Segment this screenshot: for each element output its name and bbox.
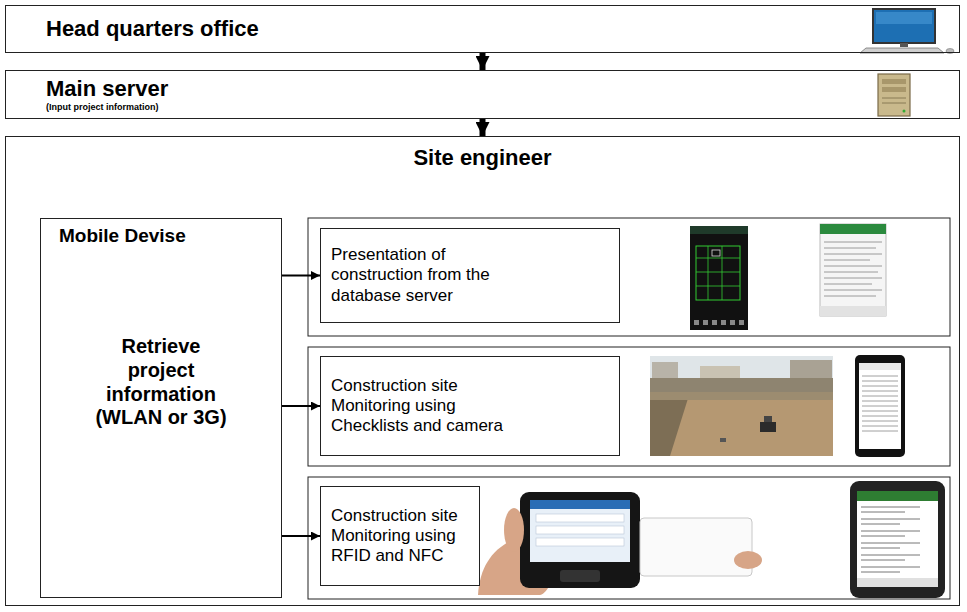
node-heading: Site engineer bbox=[16, 145, 949, 171]
node-box: Head quarters office bbox=[5, 5, 960, 53]
node-box: Construction site Monitoring using Check… bbox=[320, 356, 620, 456]
node-subtext: Retrieve project information (WLAN or 3G… bbox=[86, 335, 236, 429]
flow-arrow bbox=[282, 535, 320, 537]
node-heading: Construction site Monitoring using Check… bbox=[331, 376, 531, 436]
node-heading: Main server bbox=[46, 76, 919, 102]
node-subtext: (Input project information) bbox=[46, 102, 919, 113]
server-icon bbox=[878, 74, 910, 116]
node-heading: Presentation of construction from the da… bbox=[331, 245, 531, 305]
checklist-phone bbox=[855, 355, 905, 457]
flow-arrow bbox=[282, 275, 320, 277]
flow-arrow bbox=[282, 405, 320, 407]
node-box: Construction site Monitoring using RFID … bbox=[320, 486, 480, 586]
flow-arrow bbox=[480, 53, 486, 70]
site-photo bbox=[650, 356, 833, 456]
rfid-reader-photo bbox=[478, 492, 762, 595]
node-heading: Mobile Devise bbox=[59, 225, 271, 247]
panel-frame bbox=[308, 477, 950, 599]
flow-arrow bbox=[480, 119, 486, 136]
node-heading: Construction site Monitoring using RFID … bbox=[331, 506, 469, 566]
node-heading: Head quarters office bbox=[46, 16, 919, 42]
computer-icon bbox=[860, 9, 954, 54]
node-box: Mobile DeviseRetrieve project informatio… bbox=[40, 218, 282, 598]
node-box: Presentation of construction from the da… bbox=[320, 228, 620, 323]
node-box: Site engineerMobile DeviseRetrieve proje… bbox=[5, 136, 960, 606]
node-box: Main server(Input project information) bbox=[5, 70, 960, 119]
panel-frame bbox=[308, 347, 950, 466]
panel-frame bbox=[308, 218, 950, 336]
nfc-phone bbox=[850, 481, 945, 598]
phone-screenshot bbox=[690, 226, 748, 330]
table-screenshot bbox=[820, 224, 886, 316]
